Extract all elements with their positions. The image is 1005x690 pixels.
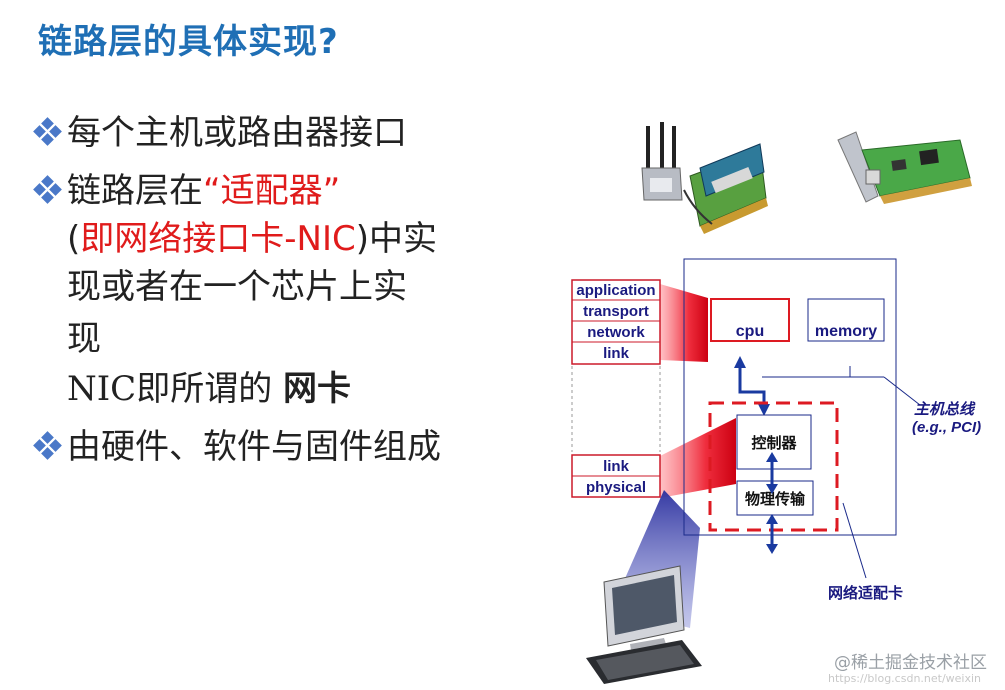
url-fragment: https://blog.csdn.net/weixin xyxy=(828,672,982,685)
controller-label: 控制器 xyxy=(751,434,797,452)
bullet-2: 链路层在“适配器” xyxy=(33,171,340,211)
layer-transport: transport xyxy=(583,303,649,320)
memory-box xyxy=(807,298,885,342)
bullet-3: 由硬件、软件与固件组成 xyxy=(33,427,441,467)
bullet-2-line-5: NIC即所谓的 网卡 xyxy=(67,369,352,409)
page-title: 链路层的具体实现? xyxy=(38,22,339,62)
cpu-label: cpu xyxy=(736,323,764,340)
bullet-2-line-2: (即网络接口卡-NIC)中实 xyxy=(67,219,438,259)
layer-link: link xyxy=(603,458,629,475)
cpu-bus-arrow xyxy=(738,362,766,410)
bus-label: 主机总线 xyxy=(914,400,976,418)
protocol-stack-top: application transport network link xyxy=(571,279,661,365)
memory-label: memory xyxy=(815,323,877,340)
bullet-2-line-4: 现 xyxy=(67,319,101,359)
cpu-box xyxy=(710,298,790,342)
adapter-label: 网络适配卡 xyxy=(828,584,903,602)
wireless-nic-image xyxy=(641,122,768,234)
bullet-1: 每个主机或路由器接口 xyxy=(33,113,407,153)
layer-link: link xyxy=(603,345,629,362)
lower-red-fan xyxy=(660,418,736,498)
watermark: @稀土掘金技术社区 xyxy=(834,653,987,673)
computer-image xyxy=(586,565,702,684)
layer-network: network xyxy=(587,324,645,341)
pci-nic-image xyxy=(837,131,972,204)
bullet-2-line-3: 现或者在一个芯片上实 xyxy=(67,267,407,307)
bus-example-label: (e.g., PCI) xyxy=(912,419,981,436)
layer-physical: physical xyxy=(586,479,646,496)
layer-application: application xyxy=(576,282,655,299)
protocol-stack-bottom: link physical xyxy=(571,454,661,498)
host-box xyxy=(683,258,897,536)
physical-label: 物理传输 xyxy=(745,490,806,508)
